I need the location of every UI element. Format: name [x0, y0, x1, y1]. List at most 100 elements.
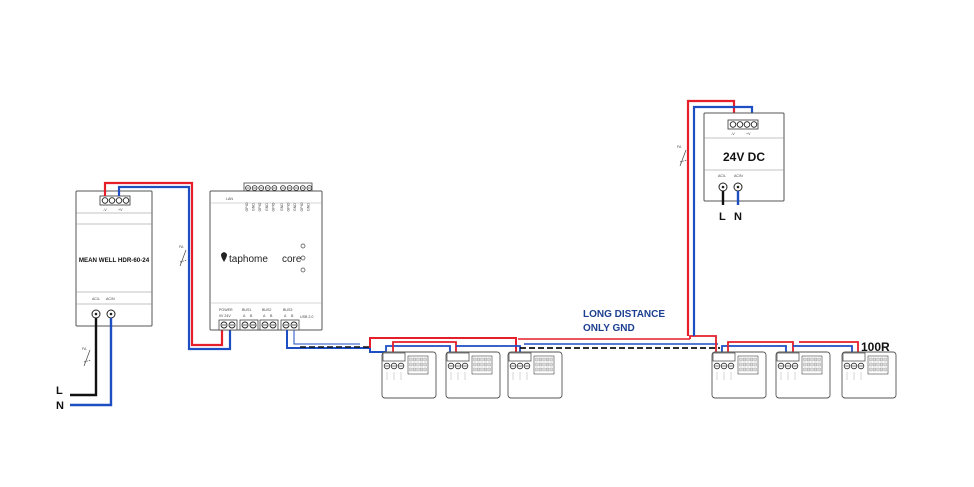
mains-right-n: N — [734, 211, 742, 223]
terminal-screw-icon — [850, 362, 858, 370]
bus-device — [841, 351, 897, 399]
core-bus1-b: B — [250, 314, 253, 318]
terminal-screw-icon — [249, 321, 257, 329]
terminal-screw-icon — [791, 362, 799, 370]
terminal-screw-icon — [286, 185, 293, 191]
core-bus1-label: BUS1 — [242, 308, 251, 312]
terminal-screw-icon — [447, 362, 455, 370]
core-bus2-b: B — [270, 314, 273, 318]
terminal-screw-icon — [245, 185, 251, 191]
terminal-screw-icon — [720, 362, 728, 370]
mains-left-l: L — [56, 385, 63, 397]
bus-device — [507, 351, 563, 399]
core-bus3-b: B — [291, 314, 294, 318]
core-top-pin-label: GND — [293, 203, 297, 211]
bus-devices — [381, 351, 897, 399]
terminal-screw-icon — [293, 185, 300, 191]
core-brand: taphome — [229, 254, 268, 265]
psu-right: -V +V 24V DC AC/L AC/N L N — [703, 112, 785, 223]
psu-left-model: MEAN WELL HDR-60-24 — [79, 257, 150, 264]
terminal-screw-icon — [264, 185, 271, 191]
psu-left-acn: AC/N — [106, 297, 115, 301]
core-top-pin-label: GND — [280, 203, 284, 211]
breaker-switch-icon: FA — [677, 145, 688, 167]
terminal-screw-icon — [727, 119, 759, 130]
core-lan-label: LAN — [226, 197, 233, 201]
mains-left-n: N — [56, 400, 64, 412]
bus-device — [445, 351, 501, 399]
psu-left-dc-plus: +V — [118, 208, 123, 212]
core-top-pin-label: GPIO — [245, 202, 249, 211]
psu-left-to-core-wiring: FA — [103, 181, 232, 351]
terminal-screw-icon — [523, 362, 531, 370]
mains-left-wiring: FA L N — [56, 318, 113, 412]
terminal-screw-icon — [454, 362, 462, 370]
core-top-pin-label: GPIO — [300, 202, 304, 211]
terminal-screw-icon — [258, 185, 265, 191]
psu-left: -V +V MEAN WELL HDR-60-24 AC/L AC/N — [75, 190, 153, 327]
terminal-screw-icon — [713, 362, 721, 370]
core-bus2-a: A — [263, 314, 266, 318]
mains-right-l: L — [719, 211, 726, 223]
psu-left-dc-minus: -V — [103, 208, 107, 212]
psu-right-acn: AC/N — [734, 174, 743, 178]
psu-right-acl: AC/L — [718, 174, 726, 178]
psu-right-dc-minus: -V — [731, 132, 735, 136]
terminal-screw-icon — [228, 321, 236, 329]
terminal-screw-icon — [282, 321, 290, 329]
terminal-screw-icon — [784, 362, 792, 370]
core-product: core — [282, 254, 302, 265]
terminal-screw-icon — [269, 321, 277, 329]
note-long-distance: LONG DISTANCE — [583, 309, 665, 320]
terminal-screw-icon — [99, 195, 131, 206]
psu-left-acl: AC/L — [92, 297, 100, 301]
core-bus3-label: BUS3 — [283, 308, 292, 312]
bus-device — [775, 351, 831, 399]
core-top-pin-label: GND — [252, 203, 256, 211]
terminal-screw-icon — [509, 362, 517, 370]
terminal-screw-icon — [299, 185, 306, 191]
terminator-label: 100R — [861, 340, 890, 354]
psu-right-label: 24V DC — [723, 150, 765, 164]
terminal-screw-icon — [461, 362, 469, 370]
core-usb-label: USB 2.0 — [300, 315, 313, 319]
terminal-screw-icon — [777, 362, 785, 370]
terminal-screw-icon — [290, 321, 298, 329]
terminal-screw-icon — [261, 321, 269, 329]
core-top-pin-label: GND — [265, 203, 269, 211]
core-power-label: POWER — [219, 308, 233, 312]
breaker-switch-icon: FA — [179, 245, 188, 267]
terminal-screw-icon — [241, 321, 249, 329]
note-only-gnd: ONLY GND — [583, 323, 635, 334]
bus-device — [711, 351, 767, 399]
breaker-switch-icon: FA — [82, 347, 92, 367]
terminal-screw-icon — [843, 362, 851, 370]
terminal-screw-icon — [397, 362, 405, 370]
terminal-screw-icon — [516, 362, 524, 370]
terminal-screw-icon — [390, 362, 398, 370]
breaker-label-right: FA — [677, 145, 682, 149]
terminal-screw-icon — [91, 309, 116, 319]
core-top-pin-label: GND — [306, 203, 310, 211]
core-top-pin-label: GPIO — [258, 202, 262, 211]
terminal-screw-icon — [280, 185, 286, 191]
core-top-pin-label: GPIO — [271, 202, 275, 211]
breaker-label-core: FA — [179, 245, 184, 249]
terminal-screw-icon — [857, 362, 865, 370]
core-power-pins: 0V 24V — [219, 314, 231, 318]
psu-right-dc-plus: +V — [746, 132, 751, 136]
core-bus1-a: A — [243, 314, 246, 318]
terminal-screw-icon — [306, 185, 313, 191]
taphome-drop-icon — [221, 252, 227, 262]
core-top-pin-label: GPIO — [287, 202, 291, 211]
terminal-screw-icon — [220, 321, 228, 329]
core-top-terminals — [245, 185, 313, 191]
terminal-screw-icon — [251, 185, 258, 191]
terminal-screw-icon — [271, 185, 278, 191]
breaker-label-left: FA — [82, 347, 87, 351]
core-bottom-terminals — [218, 319, 300, 331]
core-bus2-label: BUS2 — [262, 308, 271, 312]
